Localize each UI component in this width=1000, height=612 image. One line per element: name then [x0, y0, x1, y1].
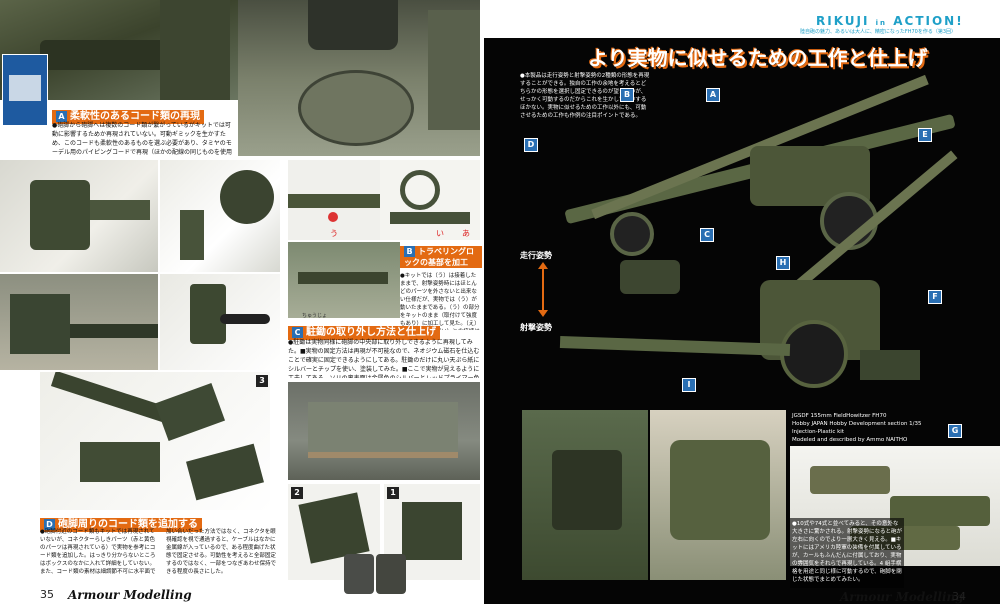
section-c-ruby: ちゅうじょ	[302, 313, 328, 319]
section-c-tag: C	[292, 327, 303, 338]
callout-d: D	[524, 138, 538, 152]
model-firing-position	[559, 150, 980, 410]
left-brand: Armour Modelling	[68, 588, 192, 602]
photo-travel-lock-1	[288, 160, 380, 240]
photo-spade-underside	[288, 382, 480, 480]
photo-boxes-crossover	[340, 548, 410, 600]
credit-line-2: Hobby JAPAN Hobby Development section 1/…	[792, 421, 922, 427]
right-page-number: 34	[952, 590, 966, 603]
posture-arrow	[542, 264, 544, 314]
callout-i: I	[682, 378, 696, 392]
series-subtitle: 陸自砲の魅力、あるいは大人に、精密になったFH70を作る（第3回）	[800, 29, 957, 35]
callout-a: A	[706, 88, 720, 102]
series-name: RIKUJI	[816, 14, 870, 28]
label-firing-posture: 射撃姿勢	[520, 323, 552, 332]
posture-arrow-top	[538, 262, 548, 269]
series-in: in	[875, 19, 888, 27]
model-travel-position	[520, 72, 980, 256]
callout-f: F	[928, 290, 942, 304]
section-c-title: 駐鋤の取り外し方法と仕上げ	[306, 327, 436, 338]
section-a-body: ●砲脚から砲脚へは複数のコード類が繋がっているがキットでは可動に影響するためか再…	[52, 122, 233, 156]
credit-line-3: Injection-Plastic kit	[792, 429, 844, 435]
left-page-number: 35	[40, 588, 54, 601]
photo-real-howitzer-trail	[0, 274, 158, 370]
section-a-title: 柔軟性のあるコード類の再現	[70, 111, 200, 122]
callout-h: H	[776, 256, 790, 270]
callout-g: G	[948, 424, 962, 438]
photo-connector-box-1	[384, 484, 480, 580]
section-d-tag: D	[44, 519, 55, 530]
photo-gun-carriage-side	[650, 410, 786, 580]
photo-trail-connector-1	[0, 160, 158, 272]
callout-e: E	[918, 128, 932, 142]
label-i: い	[436, 229, 444, 238]
label-u: う	[330, 229, 338, 238]
kit-credit: JGSDF 155mm FieldHowitzer FH70 Hobby JAP…	[792, 412, 952, 444]
credit-line-4: Modeled and described by Ammo NAITHO	[792, 437, 908, 443]
main-title: より実物に似せるための工作と仕上げ	[588, 46, 928, 70]
right-brand: Armour Modelling	[840, 590, 964, 604]
photo-number-2: 2	[291, 487, 303, 499]
label-a: あ	[462, 229, 470, 238]
series-header: RIKUJI in ACTION!	[816, 14, 964, 28]
photo-model-trail-cables	[160, 274, 280, 370]
photo-wheels-baseplate	[238, 0, 480, 156]
section-b-tag: B	[404, 246, 415, 257]
label-travel-posture: 走行姿勢	[520, 251, 552, 260]
photo-travel-lock-real	[288, 242, 400, 318]
section-d-title: 砲脚周りのコード類を追加する	[58, 519, 198, 530]
callout-c: C	[700, 228, 714, 242]
series-action: ACTION!	[893, 14, 964, 28]
photo-travel-lock-2	[380, 160, 480, 240]
comparison-caption: ●10式や74式と並べてみると、その意外な大きさに驚かされる。射撃姿勢になると砲…	[790, 518, 904, 588]
product-package-image	[2, 54, 48, 126]
section-b-title: トラベリングロックの基部を加工	[404, 247, 474, 267]
photo-number-3: 3	[256, 375, 268, 387]
photo-breech-detail	[522, 410, 648, 580]
photo-trail-cables-overview	[40, 372, 270, 510]
section-c-body: ●駐鋤は実物同様に砲脚の中央部に取り外しできるように再現してみた。■実物の固定方…	[288, 339, 480, 378]
intro-text: ●本製品は走行姿勢と射撃姿勢の2種類の形態を再現することができる。独自の工作の余…	[520, 73, 650, 119]
photo-number-1: 1	[387, 487, 399, 499]
callout-b: B	[620, 88, 634, 102]
credit-line-1: JGSDF 155mm FieldHowitzer FH70	[792, 413, 887, 419]
posture-arrow-bottom	[538, 310, 548, 317]
photo-trail-connector-2	[160, 160, 280, 272]
section-d-body-cont: 加い合いだった方法ではなく、コネクタを眼視確認を視で通過すると、ケーブルはなかに…	[166, 529, 277, 574]
section-a-tag: A	[56, 111, 67, 122]
section-d-body: ●砲脚付近のコード類もキットでは再現されていないが、コネクターらしきパーツ（赤と…	[40, 529, 156, 574]
